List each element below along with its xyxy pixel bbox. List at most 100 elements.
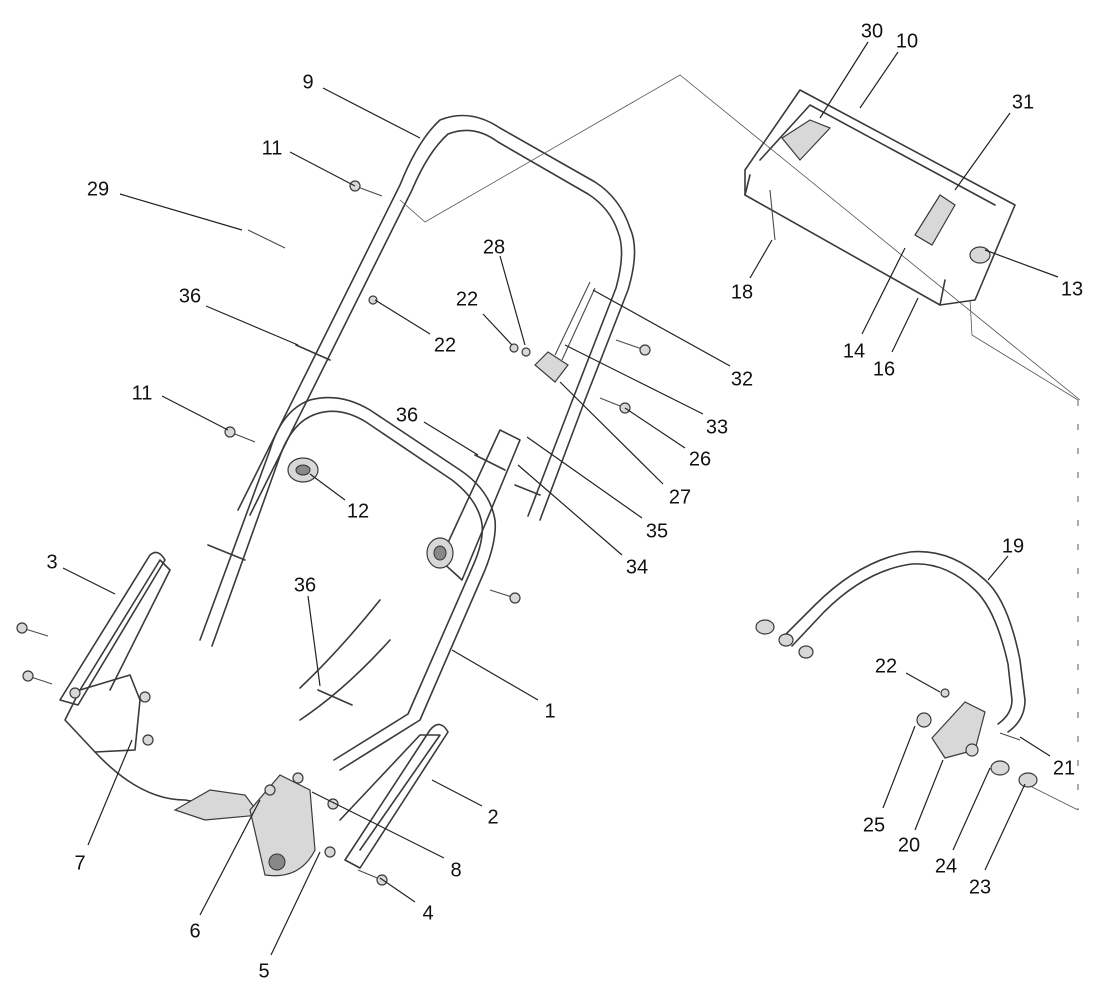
knob-right	[426, 537, 454, 569]
callout-number: 1	[544, 700, 555, 722]
lower-handle	[199, 396, 521, 771]
callout-7: 7	[74, 739, 133, 874]
leader-line	[423, 421, 479, 456]
cable-clips	[207, 344, 541, 706]
callout-31: 31	[954, 91, 1034, 191]
callout-19: 19	[987, 535, 1024, 581]
callout-number: 20	[898, 834, 920, 856]
leader-line	[984, 249, 1059, 278]
callout-number: 36	[396, 404, 418, 426]
callout-21: 21	[1019, 736, 1075, 779]
callout-36: 36	[396, 404, 479, 456]
upper-handle	[237, 74, 1081, 521]
callout-10: 10	[859, 30, 918, 109]
leader-line	[559, 381, 664, 485]
bolts	[16, 180, 651, 886]
leader-line	[199, 799, 261, 916]
callout-number: 22	[434, 334, 456, 356]
callout-number: 9	[302, 71, 313, 93]
leader-line	[905, 672, 941, 693]
callout-number: 11	[132, 382, 153, 404]
leader-line	[861, 247, 906, 335]
callout-number: 3	[46, 551, 57, 573]
callout-number: 8	[450, 859, 461, 881]
callout-number: 7	[74, 852, 85, 874]
callout-11: 11	[132, 382, 229, 431]
right-bracket	[249, 723, 449, 877]
callout-29: 29	[87, 178, 243, 231]
leader-line	[882, 725, 916, 809]
callout-number: 5	[258, 960, 269, 982]
leader-line	[307, 595, 321, 687]
callout-20: 20	[898, 759, 944, 856]
callout-32: 32	[592, 289, 753, 390]
callout-34: 34	[517, 464, 648, 578]
callout-number: 36	[294, 574, 316, 596]
leader-line	[322, 87, 421, 139]
callout-9: 9	[302, 71, 421, 139]
callout-number: 22	[875, 655, 897, 677]
cable	[247, 229, 391, 721]
callout-number: 21	[1053, 757, 1075, 779]
callout-14: 14	[843, 247, 906, 362]
leader-line	[954, 112, 1011, 191]
callout-18: 18	[731, 239, 773, 303]
callout-number: 31	[1012, 91, 1034, 113]
leader-line	[819, 41, 869, 119]
callout-30: 30	[819, 20, 883, 119]
control-box	[744, 89, 1016, 306]
callout-number: 16	[873, 358, 895, 380]
leader-line	[749, 239, 773, 279]
leader-line	[379, 877, 416, 903]
reference-line-box	[969, 299, 1079, 401]
leader-line	[482, 313, 513, 346]
callout-36: 36	[179, 285, 299, 346]
left-bracket	[59, 551, 262, 821]
leader-line	[451, 649, 539, 701]
callout-number: 34	[626, 556, 648, 578]
callout-number: 12	[347, 500, 369, 522]
callout-number: 30	[861, 20, 883, 42]
callout-number: 23	[969, 876, 991, 898]
callout-number: 26	[689, 448, 711, 470]
callout-number: 10	[896, 30, 918, 52]
leader-line	[984, 783, 1026, 871]
leader-line	[564, 344, 704, 415]
bail	[755, 550, 1038, 788]
callout-number: 35	[646, 520, 668, 542]
callout-22: 22	[374, 299, 456, 356]
callout-number: 27	[669, 486, 691, 508]
callout-number: 28	[483, 236, 505, 258]
leader-line	[161, 395, 229, 431]
reference-line-bail	[1029, 785, 1079, 811]
callout-number: 4	[422, 902, 433, 924]
leader-line	[987, 555, 1009, 581]
callout-23: 23	[969, 783, 1026, 898]
knob-left	[287, 457, 319, 483]
leader-line	[499, 255, 526, 346]
callout-35: 35	[526, 436, 668, 542]
callout-number: 2	[487, 806, 498, 828]
callout-22: 22	[875, 655, 941, 693]
callout-11: 11	[262, 137, 356, 187]
leader-line	[374, 299, 431, 335]
callout-number: 19	[1002, 535, 1024, 557]
callout-5: 5	[258, 851, 321, 982]
leader-line	[311, 791, 445, 859]
callout-number: 18	[731, 281, 753, 303]
callout-number: 25	[863, 814, 885, 836]
callout-4: 4	[379, 877, 434, 924]
leader-line	[309, 473, 346, 501]
leader-line	[119, 193, 243, 231]
callout-number: 22	[456, 288, 478, 310]
leader-line	[1019, 736, 1051, 757]
callout-6: 6	[189, 799, 261, 942]
leader-line	[62, 567, 116, 595]
leader-line	[859, 51, 899, 109]
callout-8: 8	[311, 791, 462, 881]
callout-number: 32	[731, 368, 753, 390]
callout-28: 28	[483, 236, 526, 346]
callout-36: 36	[294, 574, 321, 687]
